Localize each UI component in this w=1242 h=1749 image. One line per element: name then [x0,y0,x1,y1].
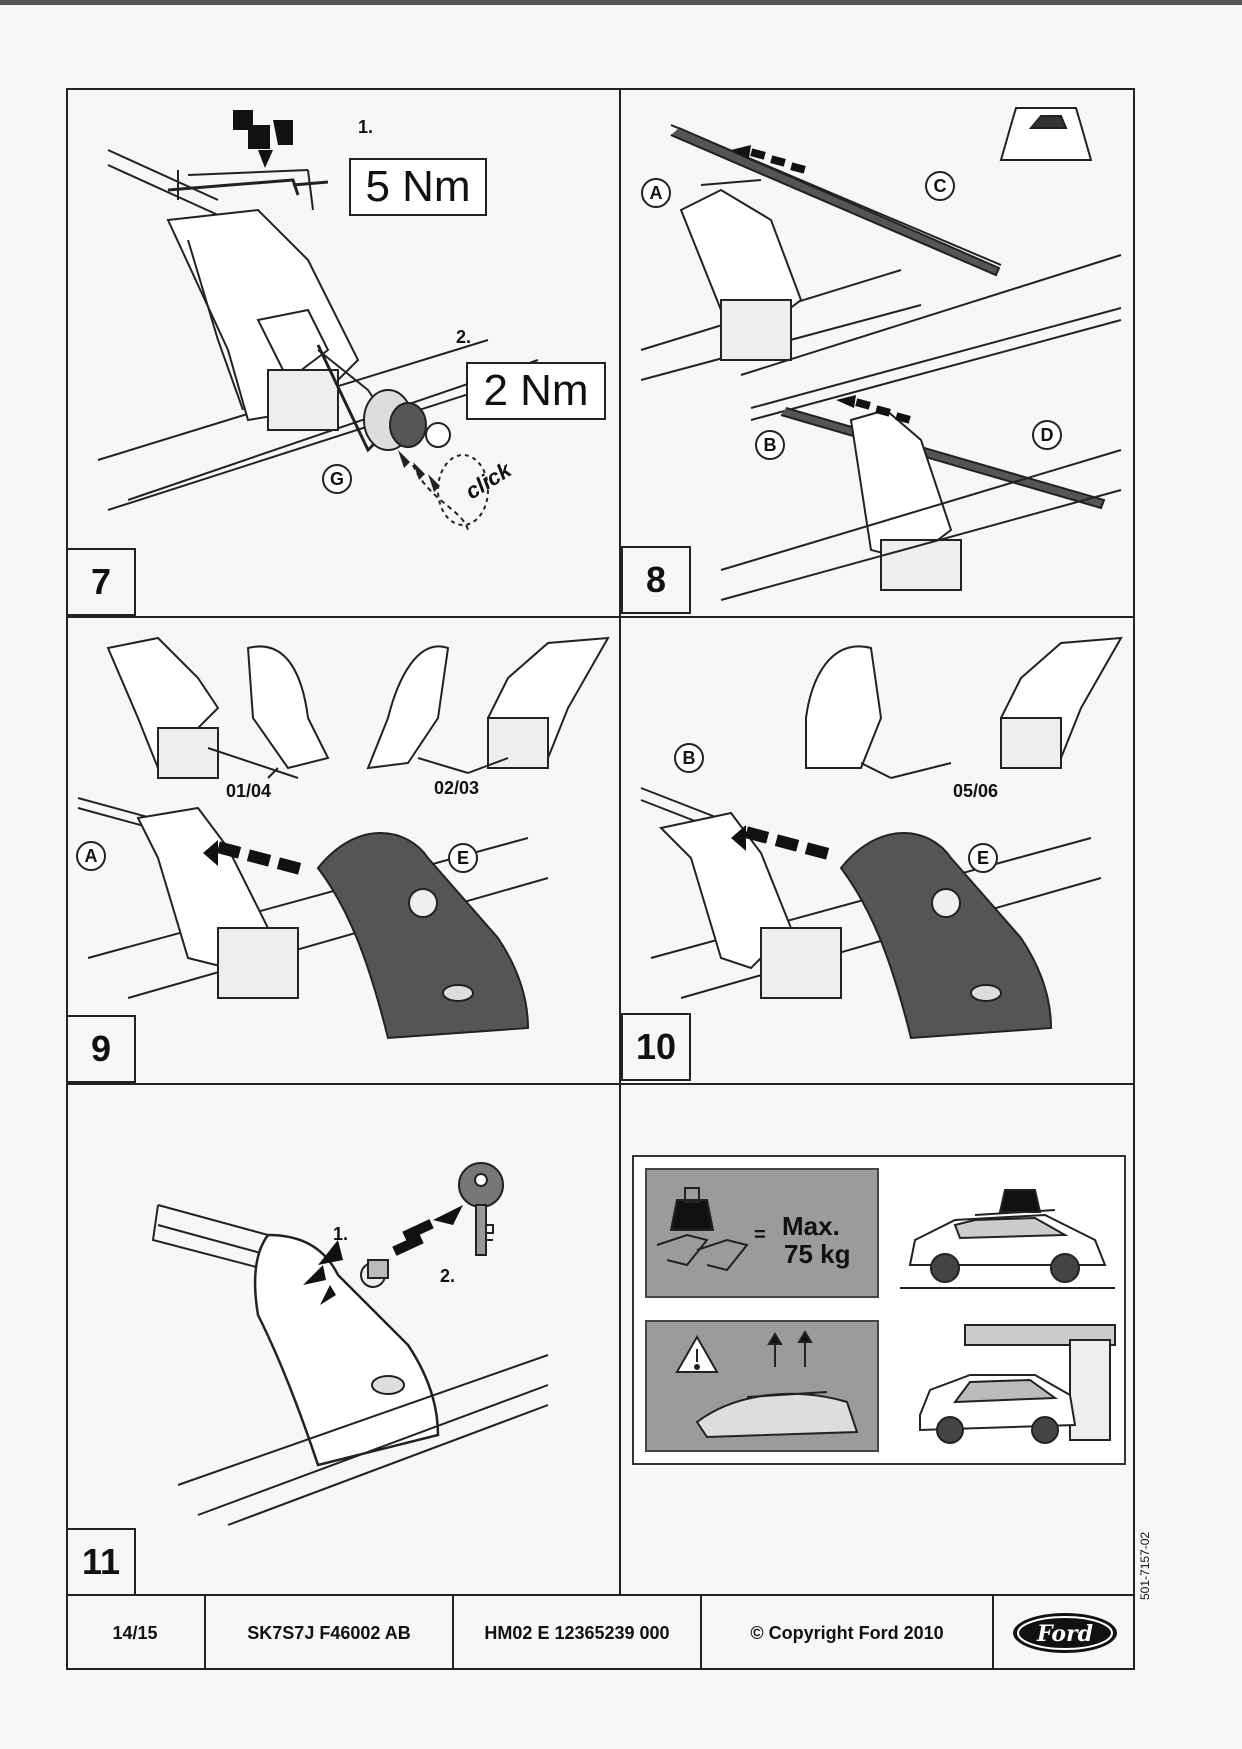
equals-sign: = [754,1224,766,1246]
weight-and-bars-icon [656,1187,749,1272]
part-c-callout: C [925,171,955,201]
part-g-callout: G [322,464,352,494]
footer-code: HM02 E 12365239 000 [454,1596,702,1670]
part-b-callout: B [755,430,785,460]
step7-substep2: 2. [456,327,472,347]
scan-edge [0,0,1242,5]
step8-illustration [640,107,1122,601]
footer-copyright: © Copyright Ford 2010 [702,1596,994,1670]
max-load-line2: 75 kg [784,1239,851,1269]
part-b-callout: B [674,743,704,773]
warning-roof-icon [675,1330,859,1439]
step7-substep1: 1. [358,117,374,137]
footer: 14/15 SK7S7J F46002 AB HM02 E 12365239 0… [66,1596,1135,1670]
torque-5nm-label: 5 Nm [349,158,487,216]
part-a-callout: A [76,841,106,871]
footer-part-number: SK7S7J F46002 AB [206,1596,454,1670]
panel-divider-row1 [66,616,1135,618]
step10-codes: 05/06 [953,781,999,801]
step9-codes-left: 01/04 [226,781,272,801]
part-d-callout: D [1032,420,1062,450]
step-9-number: 9 [66,1015,136,1083]
step10-illustration [640,636,1123,1040]
part-a-callout: A [641,178,671,208]
max-load-line1: Max. [782,1211,840,1241]
panel-divider-row2 [66,1083,1135,1085]
footer-page: 14/15 [66,1596,206,1670]
panel-divider-footer [66,1594,1135,1596]
step9-codes-right: 02/03 [434,778,480,798]
part-e-callout: E [968,843,998,873]
car-wash-icon [919,1324,1116,1444]
step11-illustration [151,1162,549,1526]
step7-illustration [97,110,539,531]
ford-oval-icon: Ford [1012,1613,1117,1653]
part-e-callout: E [448,843,478,873]
step11-substep2: 2. [440,1266,456,1286]
panel-divider-vertical [619,88,621,1596]
step-10-number: 10 [621,1013,691,1081]
step-11-number: 11 [66,1528,136,1596]
step-8-number: 8 [621,546,691,614]
ford-logo: Ford [994,1596,1135,1670]
torque-2nm-label: 2 Nm [466,362,606,420]
ford-logo-text: Ford [1035,1621,1092,1647]
step9-illustration [77,636,610,1040]
doc-reference: 501-7157-02 [1138,1531,1152,1600]
instruction-sheet [66,88,1135,1670]
step11-substep1: 1. [333,1224,349,1244]
step-7-number: 7 [66,548,136,616]
car-with-roof-load-icon [900,1189,1115,1289]
